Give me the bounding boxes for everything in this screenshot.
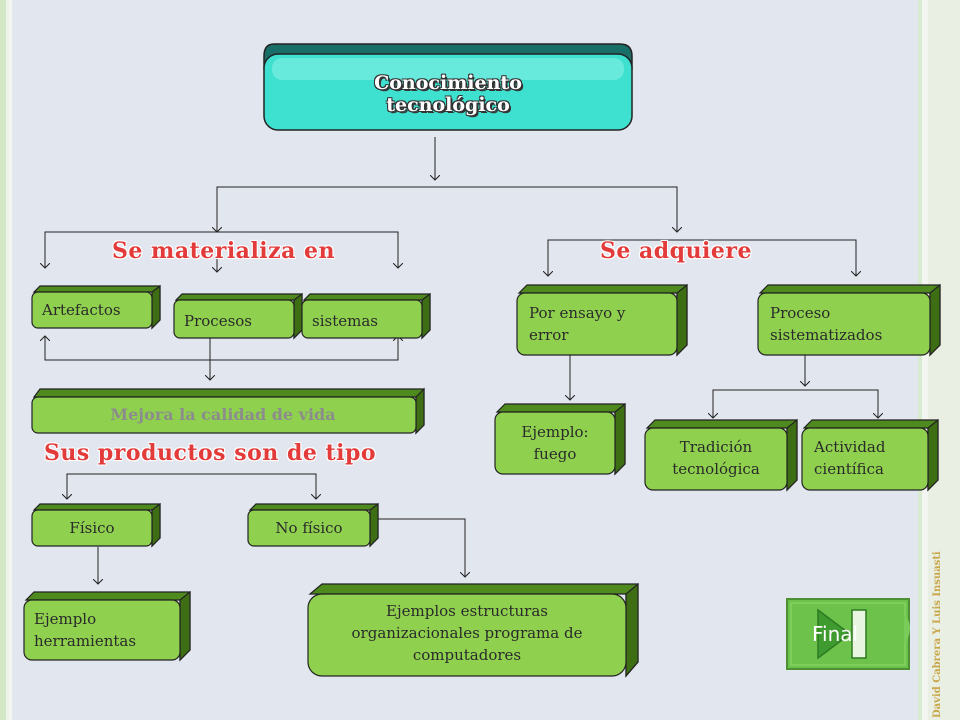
- root-label-line2: tecnológico: [386, 94, 510, 116]
- root-node: Conocimiento tecnológico: [262, 42, 634, 132]
- node-fisico-label: Físico: [69, 519, 115, 537]
- node-ensayo: Por ensayo y error: [515, 283, 689, 357]
- node-artefactos: Artefactos: [30, 284, 162, 330]
- node-actividad-line1: Actividad: [814, 438, 886, 456]
- node-ejemplo-fuego-line2: fuego: [533, 445, 577, 463]
- node-procesos-label: Procesos: [184, 312, 252, 330]
- node-herramientas-line1: Ejemplo: [34, 610, 97, 628]
- node-no-fisico-label: No físico: [275, 519, 343, 537]
- node-sistematizados: Proceso sistematizados: [756, 283, 942, 357]
- node-sistemas-label: sistemas: [312, 312, 378, 330]
- left-border-stripe: [0, 0, 6, 720]
- node-ejemplo-fuego: Ejemplo: fuego: [493, 402, 627, 476]
- node-actividad: Actividad científica: [800, 418, 940, 492]
- node-herramientas: Ejemplo herramientas: [22, 590, 192, 662]
- node-estructuras: Ejemplos estructuras organizacionales pr…: [306, 582, 640, 678]
- node-mejora: Mejora la calidad de vida: [30, 387, 426, 435]
- node-procesos: Procesos: [172, 292, 304, 340]
- final-button[interactable]: Final: [786, 598, 914, 670]
- end-icon: [816, 606, 867, 662]
- branch-label-adquiere: Se adquiere: [600, 238, 753, 264]
- node-estructuras-line1: Ejemplos estructuras: [386, 602, 548, 620]
- node-sistematizados-line2: sistematizados: [770, 326, 883, 344]
- node-herramientas-line2: herramientas: [34, 632, 137, 650]
- left-border-stripe-inner: [6, 0, 9, 720]
- node-sistematizados-line1: Proceso: [770, 304, 831, 322]
- node-tradicion-line1: Tradición: [679, 438, 753, 456]
- node-actividad-line2: científica: [814, 460, 884, 478]
- right-border-band: [928, 0, 960, 720]
- author-credit: David Cabrera Y Luis Insuasti: [932, 538, 948, 718]
- node-mejora-label: Mejora la calidad de vida: [110, 405, 336, 424]
- node-tradicion-line2: tecnológica: [672, 460, 760, 478]
- author-credit-text: David Cabrera Y Luis Insuasti: [932, 551, 943, 718]
- node-ejemplo-fuego-line1: Ejemplo:: [521, 423, 589, 441]
- final-button-label: Final: [812, 622, 859, 646]
- node-estructuras-line2: organizacionales programa de: [351, 624, 583, 642]
- node-ensayo-line2: error: [529, 326, 569, 344]
- branch-label-productos: Sus productos son de tipo: [44, 440, 377, 466]
- node-sistemas: sistemas: [300, 292, 432, 340]
- node-estructuras-line3: computadores: [412, 646, 522, 664]
- root-label-line1: Conocimiento: [374, 72, 522, 94]
- node-artefactos-label: Artefactos: [42, 301, 121, 319]
- node-ensayo-line1: Por ensayo y: [529, 304, 626, 322]
- node-fisico: Físico: [30, 502, 162, 548]
- branch-label-materializa: Se materializa en: [112, 238, 336, 264]
- right-border-stripe: [918, 0, 922, 720]
- node-tradicion: Tradición tecnológica: [643, 418, 799, 492]
- node-no-fisico: No físico: [246, 502, 380, 548]
